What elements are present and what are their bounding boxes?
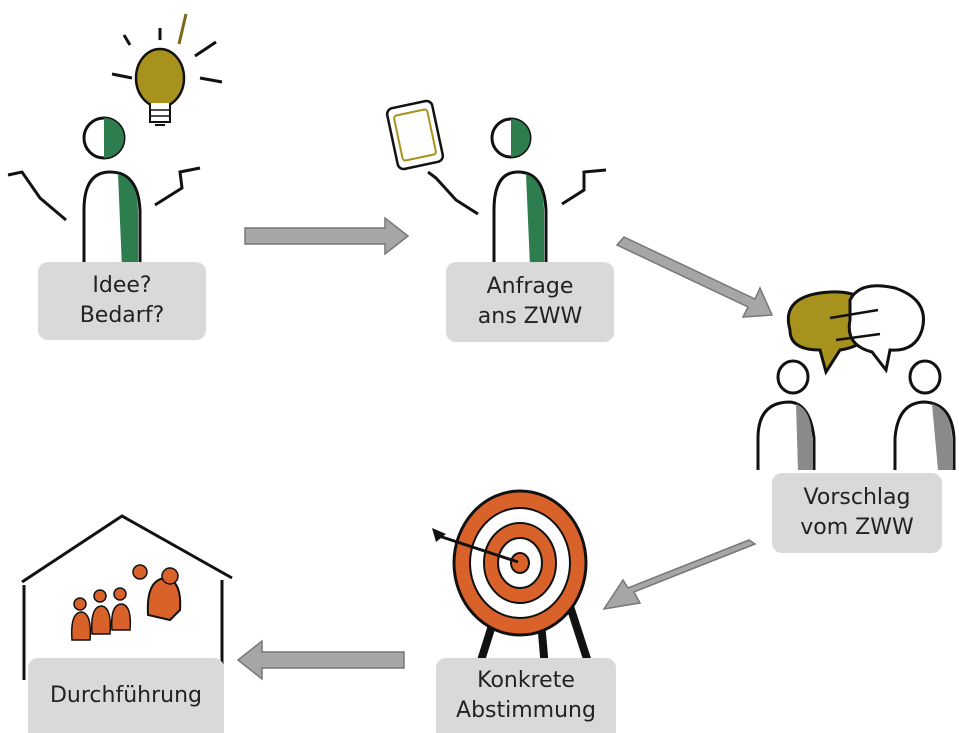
step-label-line: Abstimmung: [456, 697, 596, 723]
arrow-down-left: [602, 539, 757, 611]
lightbulb-icon: [111, 13, 223, 126]
arrow-down-right: [615, 236, 774, 318]
person-icon: [893, 359, 956, 470]
step-label-abstimmung: Konkrete Abstimmung: [436, 658, 616, 733]
step-label-anfrage: Anfrage ans ZWW: [446, 262, 614, 342]
tablet-icon: [385, 99, 445, 171]
step-label-line: ans ZWW: [477, 304, 583, 329]
person-icon: [7, 116, 201, 270]
step-label-line: Konkrete: [477, 667, 575, 693]
arrow-right: [244, 216, 410, 256]
person-icon: [756, 359, 816, 470]
step-label-idee: Idee? Bedarf?: [38, 262, 206, 340]
arrow-left: [236, 639, 405, 681]
step-label-line: Durchführung: [49, 682, 202, 708]
person-icon: [427, 117, 607, 268]
step-label-line: Idee?: [92, 273, 152, 298]
speech-bubbles-icon: [787, 284, 925, 376]
step-label-line: Anfrage: [486, 274, 574, 299]
step-label-line: Vorschlag: [803, 485, 911, 510]
target-icon: [432, 489, 592, 672]
step-label-line: vom ZWW: [800, 515, 914, 540]
step-label-durchfuehrung: Durchführung: [28, 658, 224, 733]
house-icon: [21, 514, 233, 680]
step-label-line: Bedarf?: [79, 303, 165, 328]
step-label-vorschlag: Vorschlag vom ZWW: [772, 473, 942, 553]
